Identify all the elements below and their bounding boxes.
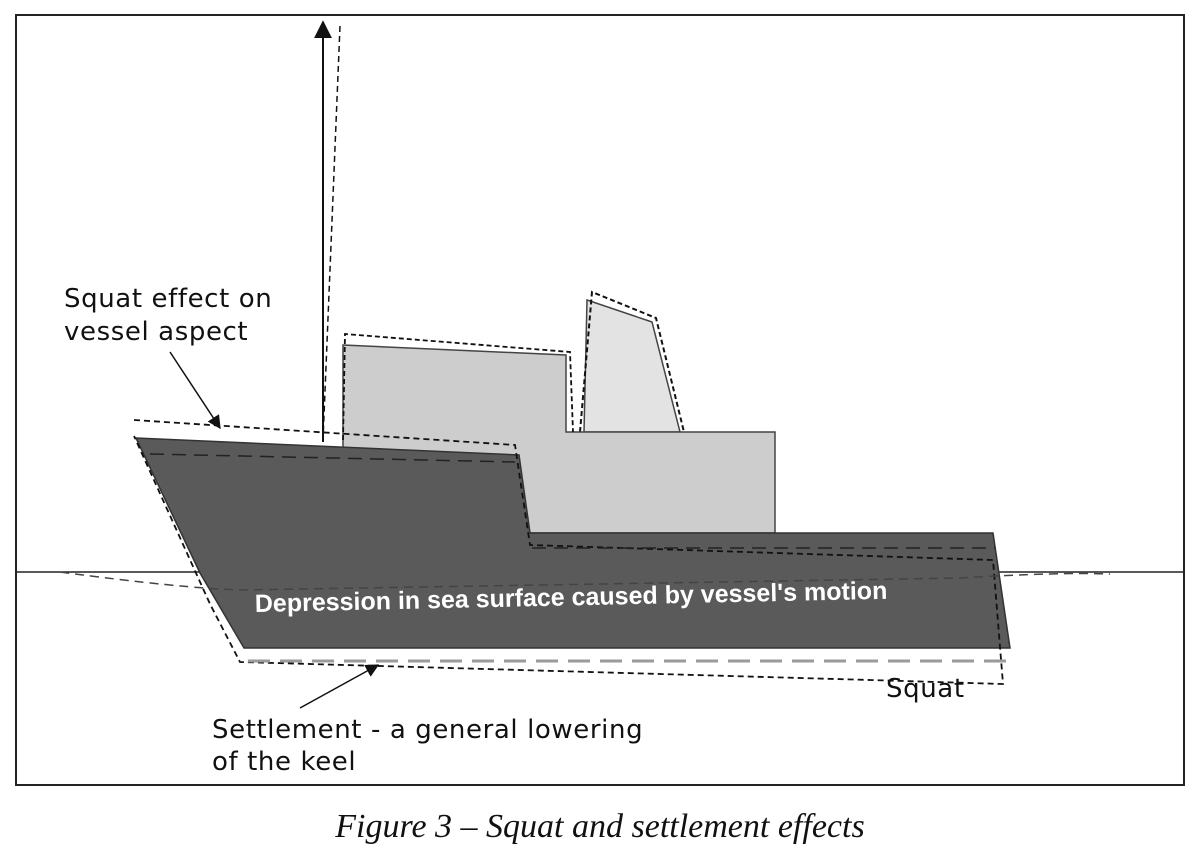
figure-caption: Figure 3 – Squat and settlement effects xyxy=(335,808,865,845)
hull-squat-outline xyxy=(133,419,1004,685)
squat-label: Squat xyxy=(886,674,965,704)
settlement-deck-line xyxy=(149,453,516,463)
superstructure-squat-outline xyxy=(342,333,574,441)
diagram-frame xyxy=(15,14,1185,786)
settlement-arrow xyxy=(299,664,380,709)
sea-depression-curve xyxy=(59,571,1111,591)
hull xyxy=(134,437,1011,649)
settlement-label-line1: Settlement - a general lowering xyxy=(212,715,643,745)
funnel-squat-outline xyxy=(579,290,685,433)
squat-effect-label-line1: Squat effect on xyxy=(64,284,272,314)
funnel xyxy=(583,298,681,433)
settlement-label-line2: of the keel xyxy=(212,747,356,777)
squat-effect-arrow xyxy=(169,351,221,430)
mast-squat-outline xyxy=(322,25,341,441)
squat-effect-label-line2: vessel aspect xyxy=(64,317,248,347)
